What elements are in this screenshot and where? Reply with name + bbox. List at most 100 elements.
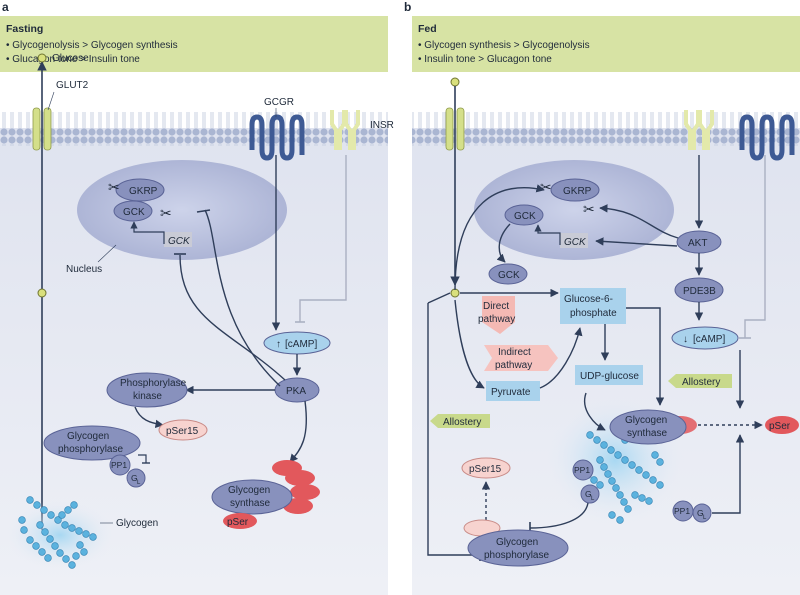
pser-badge-b bbox=[765, 416, 799, 434]
gs-line1-b: Glycogen bbox=[625, 415, 667, 426]
pp1-node-a bbox=[109, 454, 131, 476]
gkrp-node-b bbox=[550, 178, 600, 202]
gp-line1-a: Glycogen bbox=[67, 431, 109, 442]
gck-gene-label-b: GCK bbox=[564, 237, 587, 248]
panel-letter-b: b bbox=[404, 0, 411, 14]
gp-line1-b: Glycogen bbox=[496, 537, 538, 548]
g6p-line2: phosphate bbox=[570, 308, 617, 319]
insr-inhibit-line bbox=[299, 155, 347, 322]
gcgr-inhibit-line-b bbox=[744, 155, 766, 338]
indirect-pathway-line1: Indirect bbox=[498, 347, 531, 358]
glycogen-granule-a bbox=[18, 496, 97, 569]
pp1-label-b1: PP1 bbox=[574, 465, 590, 475]
pka-to-gkrp-inhibit bbox=[204, 209, 281, 387]
gck-free-node bbox=[488, 263, 528, 285]
pser15-label-b: pSer15 bbox=[469, 464, 502, 475]
pp1-node-b1 bbox=[572, 459, 594, 481]
insr-receptor-b bbox=[684, 110, 714, 150]
camp-label-b: [cAMP] bbox=[693, 334, 725, 345]
gck-gene-box-b bbox=[560, 233, 588, 248]
pser-badge-a bbox=[223, 513, 257, 529]
panel-a-header bbox=[0, 16, 388, 72]
allostery-arrow-1 bbox=[668, 374, 732, 388]
camp-label-a: [cAMP] bbox=[285, 339, 317, 350]
glucose-to-gp-inhibit bbox=[427, 303, 480, 556]
panel-a-title: Fasting bbox=[6, 23, 43, 35]
g6p-line1: Glucose-6- bbox=[564, 294, 613, 305]
camp-arrow-a: ↑ bbox=[276, 339, 281, 350]
gs-line2-b: synthase bbox=[627, 428, 667, 439]
glut2-label: GLUT2 bbox=[56, 80, 89, 91]
pyruvate-label: Pyruvate bbox=[491, 387, 531, 398]
camp-node-b bbox=[671, 326, 739, 350]
gl-label-a: G bbox=[131, 473, 138, 483]
allostery-label-1: Allostery bbox=[682, 377, 720, 388]
camp-arrow-b: ↓ bbox=[683, 334, 688, 345]
glucose-molecule-icon bbox=[37, 53, 47, 63]
akt-label: AKT bbox=[688, 238, 707, 249]
panel-a-bullet-1: • Glycogenolysis > Glycogen synthesis bbox=[6, 40, 178, 51]
pp1-label-a: PP1 bbox=[111, 460, 127, 470]
pka-label: PKA bbox=[286, 386, 306, 397]
gp-line2-a: phosphorylase bbox=[58, 444, 123, 455]
direct-pathway-arrow bbox=[482, 296, 515, 334]
phos-kinase-node bbox=[106, 372, 188, 408]
pser15-badge-b bbox=[461, 457, 511, 479]
scissors-icon: ✂ bbox=[160, 205, 172, 221]
indirect-pathway-line2: pathway bbox=[495, 360, 532, 371]
insr-label: INSR bbox=[370, 120, 394, 131]
gck-transcription-arrow bbox=[130, 221, 165, 244]
phos-kinase-line1: Phosphorylase bbox=[120, 378, 187, 389]
glycogen-synthase-node-a bbox=[211, 479, 293, 515]
phos-kinase-line2: kinase bbox=[133, 391, 162, 402]
gl-sub-b2: L bbox=[703, 515, 707, 521]
pser-label-a: pSer bbox=[227, 517, 249, 528]
gl-node-b2 bbox=[692, 503, 712, 523]
udp-glucose-box bbox=[575, 365, 643, 385]
cell-membrane-b bbox=[412, 112, 800, 146]
panel-b-bullet-2: • Insulin tone > Glucagon tone bbox=[418, 54, 552, 65]
panel-a: a Fasting • Glycogenolysis > Glycogen sy… bbox=[0, 0, 394, 595]
g6p-box bbox=[560, 288, 626, 324]
indirect-pathway-arrow bbox=[484, 345, 558, 371]
gkrp-label-b: GKRP bbox=[563, 186, 592, 197]
allostery-arrow-2 bbox=[430, 414, 490, 428]
glycogen-label-a: Glycogen bbox=[116, 518, 158, 529]
gp-line2-b: phosphorylase bbox=[484, 550, 549, 561]
panel-b-header bbox=[412, 16, 800, 72]
gl-label-b2: G bbox=[697, 508, 704, 518]
gcgr-label: GCGR bbox=[264, 97, 294, 108]
pser-label-b: pSer bbox=[769, 421, 791, 432]
panel-b-bullet-1: • Glycogen synthesis > Glycogenolysis bbox=[418, 40, 590, 51]
glycogen-phosphorylase-node-b bbox=[467, 529, 569, 567]
gl-label-b1: G bbox=[585, 489, 592, 499]
gl-node-a bbox=[126, 468, 146, 488]
direct-pathway-line2: pathway bbox=[478, 314, 515, 325]
gcgr-receptor-b bbox=[739, 114, 795, 161]
direct-pathway-line1: Direct bbox=[483, 301, 509, 312]
pser15-badge-a bbox=[158, 419, 208, 441]
glut2-transporter bbox=[32, 107, 52, 151]
gkrp-label: GKRP bbox=[129, 186, 158, 197]
gl-node-b1 bbox=[580, 484, 600, 504]
pser15-label-a: pSer15 bbox=[166, 426, 199, 437]
gck-gene-box bbox=[164, 232, 192, 247]
glycogen-phosphorylase-node-a bbox=[43, 425, 141, 461]
udp-glucose-label: UDP-glucose bbox=[580, 371, 639, 382]
panel-b: b Fed • Glycogen synthesis > Glycogenoly… bbox=[404, 0, 800, 595]
gl-sub-b1: L bbox=[591, 496, 595, 502]
glucose-label: Glucose bbox=[52, 53, 89, 64]
pka-to-gck-gene-inhibit bbox=[179, 254, 286, 381]
pp1-label-b2: PP1 bbox=[674, 506, 690, 516]
g6p-allostery-arrow bbox=[626, 307, 665, 406]
scissors-icon: ✂ bbox=[583, 201, 595, 217]
glucose-intracellular-icon bbox=[37, 288, 47, 298]
pyruvate-box bbox=[486, 381, 540, 401]
scissors-icon: ✂ bbox=[108, 179, 120, 195]
panel-b-title: Fed bbox=[418, 23, 437, 35]
pde3b-label: PDE3B bbox=[683, 286, 716, 297]
gs-line2-a: synthase bbox=[230, 498, 270, 509]
cell-membrane-a bbox=[0, 112, 388, 146]
